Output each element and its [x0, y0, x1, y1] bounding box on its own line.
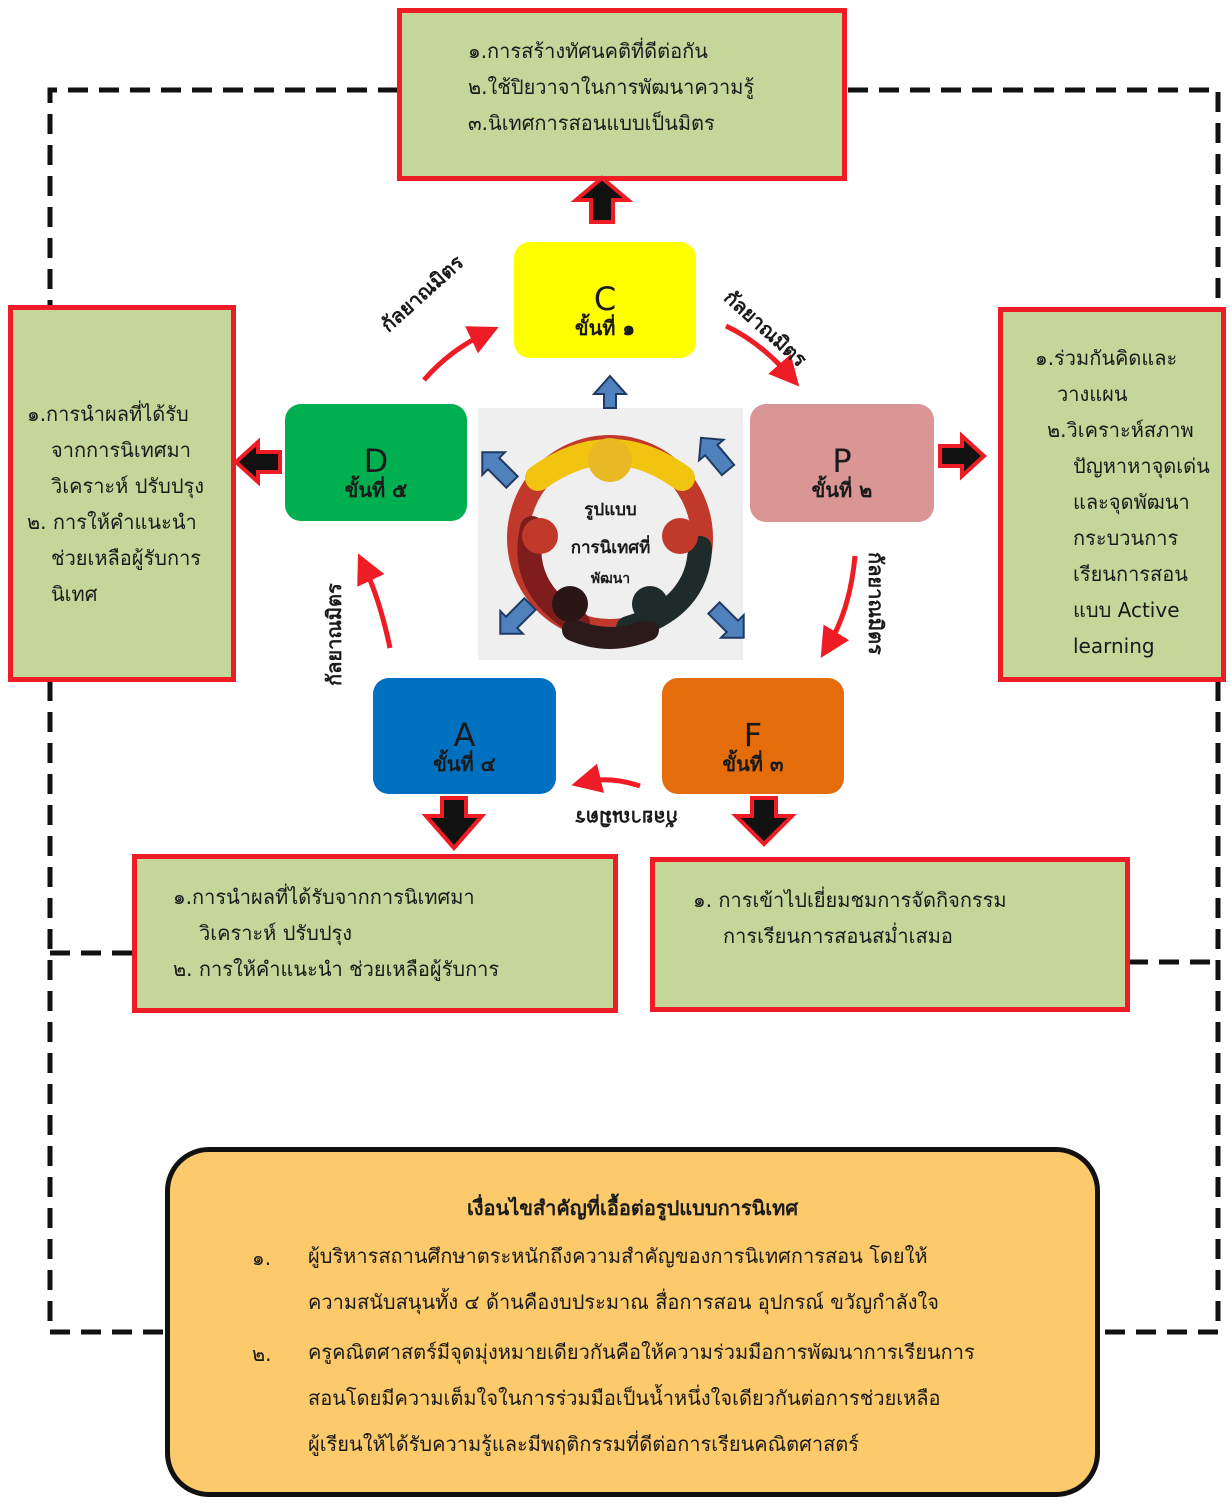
right-box-line-1: ๑.ร่วมกันคิดและ	[1035, 346, 1178, 370]
curve-label-f-a: กัลยาณมิตร	[575, 806, 678, 830]
left-box: ๑.การนำผลที่ได้รับ จากการนิเทศมา วิเคราะ…	[8, 305, 236, 682]
stage-a-letter: A	[453, 716, 476, 754]
conditions-item-2-line-2: สอนโดยมีความเต็มใจในการร่วมมือเป็นน้ำหนึ…	[308, 1386, 941, 1410]
top-box: ๑.การสร้างทัศนคติที่ดีต่อกัน ๒.ใช้ปิยวาจ…	[397, 8, 847, 181]
curve-arrow-c-to-p	[724, 323, 800, 387]
blue-arrow-to-f	[706, 600, 745, 639]
left-box-line-6: นิเทศ	[51, 582, 98, 606]
top-box-line-3: ๓.นิเทศการสอนแบบเป็นมิตร	[468, 111, 715, 135]
right-box-line-7: เรียนการสอน	[1073, 562, 1188, 586]
right-box: ๑.ร่วมกันคิดและ วางแผน ๒.วิเคราะห์สภาพ ป…	[998, 307, 1226, 682]
right-box-line-6: กระบวนการ	[1073, 526, 1179, 550]
curve-arrow-p-to-f	[820, 555, 858, 658]
bottom-left-box: ๑.การนำผลที่ได้รับจากการนิเทศมา วิเคราะห…	[132, 854, 618, 1013]
top-box-line-2: ๒.ใช้ปิยวาจาในการพัฒนาความรู้	[468, 75, 755, 99]
conditions-box: เงื่อนไขสำคัญที่เอื้อต่อรูปแบบการนิเทศ ๑…	[165, 1147, 1100, 1497]
left-box-line-3: วิเคราะห์ ปรับปรุง	[51, 474, 205, 498]
center-text-line-2: การนิเทศที่	[570, 538, 651, 558]
dark-arrow-to-right-box	[938, 431, 987, 481]
stage-f-step: ขั้นที่ ๓	[722, 752, 784, 776]
blue-arrow-to-d	[481, 451, 520, 490]
dashed-top-left	[47, 87, 398, 305]
conditions-item-1-line-1: ผู้บริหารสถานศึกษาตระหนักถึงความสำคัญของ…	[308, 1244, 928, 1268]
stage-p-letter: P	[832, 442, 852, 480]
conditions-item-2-line-1: ครูคณิตศาสตร์มีจุดมุ่งหมายเดียวกันคือให้…	[308, 1340, 975, 1364]
conditions-item-1-line-2: ความสนับสนุนทั้ง ๔ ด้านคืองบประมาณ สื่อก…	[308, 1290, 940, 1314]
dashed-right-lower	[1097, 681, 1221, 1335]
dark-arrow-to-top-box	[570, 175, 634, 224]
conditions-item-1-number: ๑.	[252, 1246, 272, 1270]
right-box-line-5: และจุดพัฒนา	[1073, 490, 1190, 514]
stage-c-letter: C	[593, 280, 617, 318]
right-box-line-3: ๒.วิเคราะห์สภาพ	[1047, 418, 1194, 442]
right-box-line-4: ปัญหาหาจุดเด่น	[1073, 454, 1210, 478]
left-box-line-4: ๒. การให้คำแนะนำ	[27, 510, 197, 534]
center-text-line-3: พัฒนา	[590, 571, 631, 587]
bottom-right-box-line-1: ๑. การเข้าไปเยี่ยมชมการจัดกิจกรรม	[693, 888, 1007, 912]
blue-arrow-to-c	[591, 374, 629, 409]
center-text-line-1: รูปแบบ	[584, 500, 637, 520]
top-box-line-1: ๑.การสร้างทัศนคติที่ดีต่อกัน	[468, 39, 708, 63]
left-box-line-5: ช่วยเหลือผู้รับการ	[51, 546, 202, 570]
right-box-line-9: learning	[1073, 634, 1155, 658]
dashed-top-right	[848, 87, 1221, 305]
stage-f-letter: F	[743, 716, 763, 754]
bottom-left-box-line-2: วิเคราะห์ ปรับปรุง	[199, 921, 353, 945]
stage-c: C ขั้นที่ ๑	[514, 242, 696, 358]
dark-arrow-to-bottom-left-box	[421, 796, 487, 852]
conditions-item-2-line-3: ผู้เรียนให้ได้รับความรู้และมีพฤติกรรมที่…	[308, 1432, 860, 1456]
stage-c-step: ขั้นที่ ๑	[574, 316, 636, 340]
conditions-title: เงื่อนไขสำคัญที่เอื้อต่อรูปแบบการนิเทศ	[466, 1196, 799, 1220]
dashed-left-lower	[47, 681, 166, 1335]
curve-arrow-a-to-d	[357, 553, 393, 649]
bottom-right-box: ๑. การเข้าไปเยี่ยมชมการจัดกิจกรรม การเรี…	[650, 857, 1130, 1012]
curve-arrow-d-to-c	[422, 326, 499, 382]
stage-d-step: ขั้นที่ ๕	[344, 478, 408, 502]
stage-p: P ขั้นที่ ๒	[750, 404, 934, 522]
blue-arrow-to-a	[499, 596, 538, 635]
left-box-line-2: จากการนิเทศมา	[51, 438, 191, 462]
conditions-item-2-number: ๒.	[252, 1342, 272, 1366]
curve-label-p-f: กัลยาณมิตร	[864, 552, 888, 655]
bottom-right-box-line-2: การเรียนการสอนสม่ำเสมอ	[723, 924, 953, 948]
right-box-line-8: แบบ Active	[1073, 598, 1180, 622]
stage-d: D ขั้นที่ ๕	[285, 404, 467, 521]
stage-a: A ขั้นที่ ๔	[373, 678, 556, 794]
dark-arrow-to-left-box	[233, 437, 282, 487]
bottom-left-box-line-3: ๒. การให้คำแนะนำ ช่วยเหลือผู้รับการ	[173, 957, 500, 981]
stage-d-letter: D	[363, 442, 389, 480]
bottom-left-box-line-1: ๑.การนำผลที่ได้รับจากการนิเทศมา	[173, 885, 475, 909]
stage-f: F ขั้นที่ ๓	[662, 678, 844, 794]
left-box-line-1: ๑.การนำผลที่ได้รับ	[27, 402, 189, 426]
curve-label-a-d: กัลยาณมิตร	[322, 583, 346, 686]
circle-of-hands-image	[507, 435, 713, 649]
right-box-line-2: วางแผน	[1057, 382, 1128, 406]
blue-arrow-to-p	[697, 436, 736, 477]
dark-arrow-to-bottom-right-box	[731, 796, 797, 847]
curve-arrow-f-to-a	[571, 763, 641, 793]
stage-p-step: ขั้นที่ ๒	[811, 478, 873, 502]
stage-a-step: ขั้นที่ ๔	[433, 752, 496, 776]
